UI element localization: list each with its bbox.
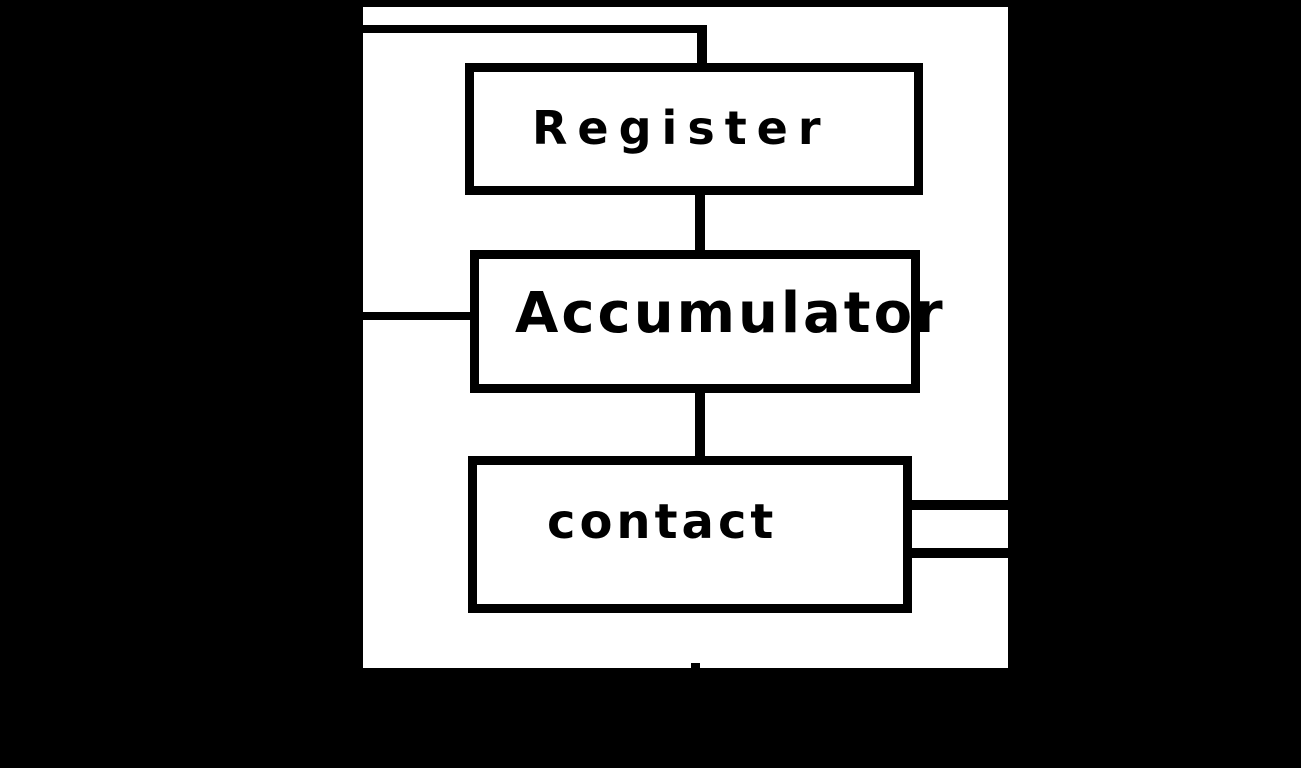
register-node: Register (465, 63, 923, 195)
accumulator-left-input-line (363, 312, 483, 320)
accumulator-node-label: Accumulator (515, 281, 946, 346)
accumulator-node: Accumulator (470, 250, 943, 393)
bottom-connector-stub (691, 663, 700, 668)
contact-node-label: contact (547, 494, 778, 550)
accumulator-contact-connector (695, 372, 705, 484)
contact-output-line-lower (895, 548, 1008, 558)
diagram-panel: Register Accumulator contact (363, 7, 1008, 668)
register-top-connector (697, 25, 707, 90)
top-feedback-line (363, 25, 707, 33)
contact-output-line-upper (895, 500, 1008, 510)
contact-node: contact (468, 456, 912, 613)
register-accumulator-connector (695, 175, 705, 275)
register-node-label: Register (532, 101, 831, 155)
